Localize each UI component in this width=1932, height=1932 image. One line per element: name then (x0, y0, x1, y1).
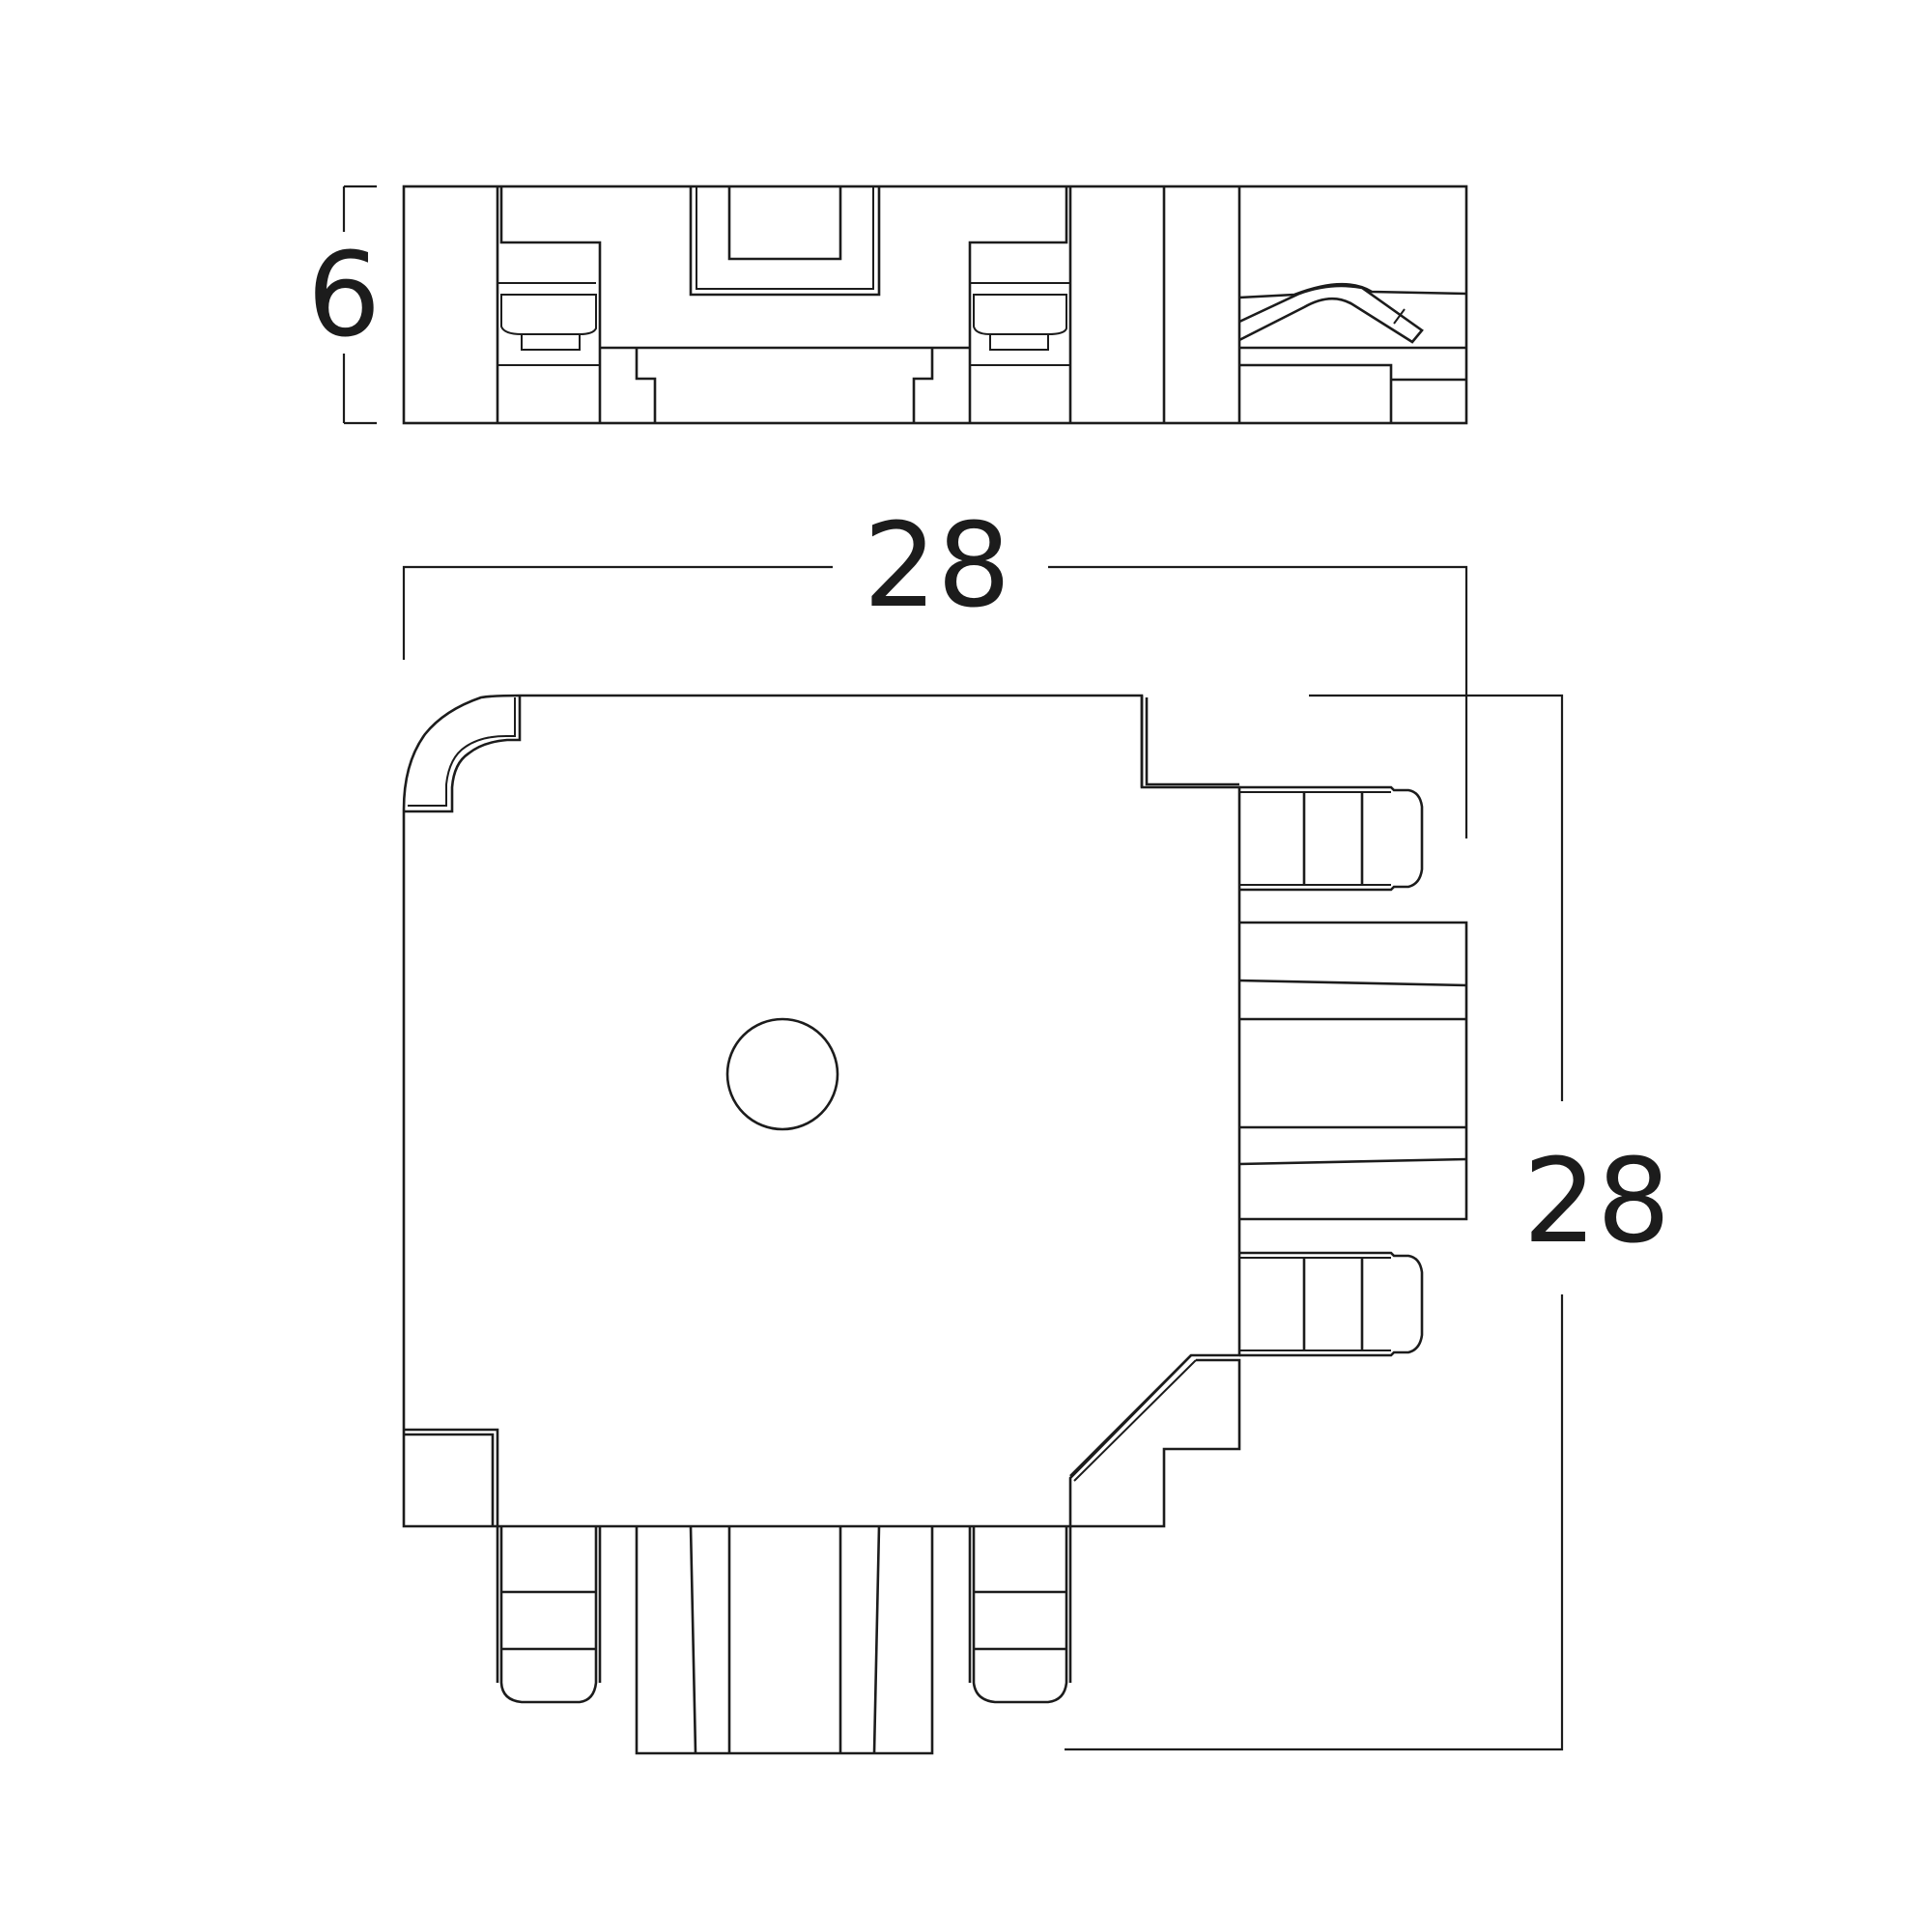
plan-bottom-fins (635, 1525, 934, 1755)
plan-body-outline (402, 694, 1241, 1528)
side-bottom-channel (600, 346, 970, 423)
dimension-width-label: 28 (864, 499, 1011, 634)
dimension-depth: 28 (1065, 694, 1671, 1751)
dimension-width: 28 (402, 499, 1468, 838)
side-clip-right (968, 186, 1070, 423)
plan-right-clip-upper (1239, 785, 1424, 892)
side-view (402, 185, 1468, 425)
side-spring-contact (1238, 282, 1467, 423)
side-clip-left (497, 186, 602, 423)
plan-bottom-clip-left (496, 1526, 602, 1704)
dimension-height: 6 (307, 185, 381, 425)
plan-view (402, 694, 1468, 1755)
plan-center-hole (725, 1017, 839, 1131)
plan-chamfer-corner (1069, 1354, 1241, 1528)
plan-top-step (1140, 696, 1239, 787)
side-center-slot (689, 186, 881, 297)
plan-corner-notch (404, 696, 522, 813)
dimension-height-label: 6 (307, 229, 381, 363)
dimension-depth-label: 28 (1523, 1135, 1671, 1269)
plan-right-fins (1238, 921, 1468, 1221)
plan-bottom-clip-right (968, 1526, 1072, 1704)
plan-right-clip-lower (1239, 1251, 1424, 1357)
plan-bottom-left-step (404, 1428, 499, 1526)
